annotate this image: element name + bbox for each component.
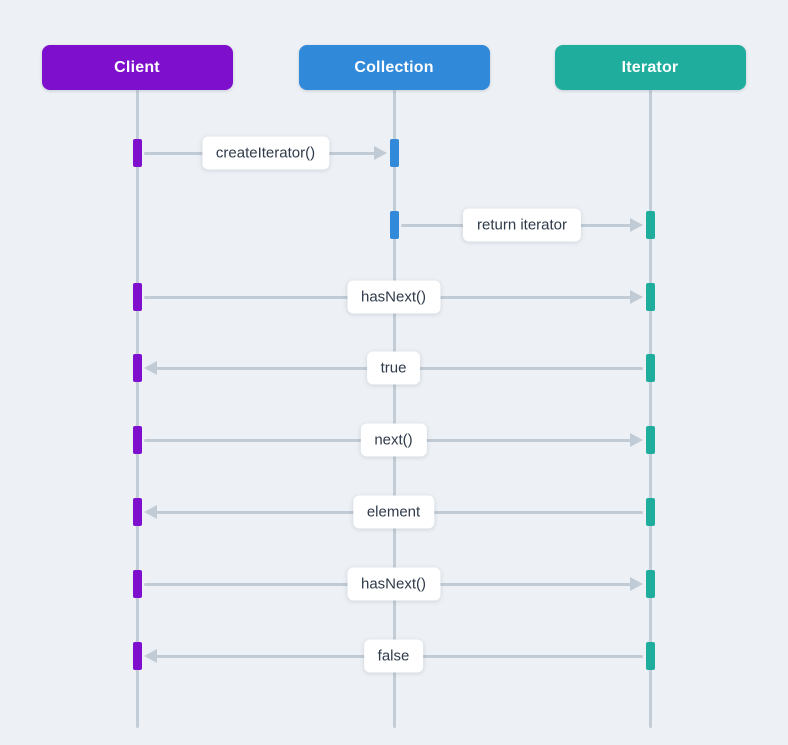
activation-bar-client [132, 570, 142, 598]
message-arrowhead-left-icon [144, 649, 157, 663]
activation-bar-iterator [645, 498, 655, 526]
message-label: hasNext() [346, 280, 441, 314]
activation-bar-client [132, 498, 142, 526]
activation-bar-client [132, 283, 142, 311]
lifeline-iterator [648, 90, 652, 728]
message-label: hasNext() [346, 567, 441, 601]
lifeline-client [135, 90, 139, 728]
message-label: true [366, 351, 421, 385]
participant-label-client: Client [114, 58, 160, 76]
activation-bar-client [132, 354, 142, 382]
activation-bar-client [132, 426, 142, 454]
message-arrowhead-left-icon [144, 361, 157, 375]
participant-header-client: Client [41, 45, 233, 90]
lifeline-collection [392, 90, 396, 728]
participant-label-iterator: Iterator [621, 58, 679, 76]
activation-bar-iterator [645, 354, 655, 382]
message-arrowhead-right-icon [630, 290, 643, 304]
participant-header-collection: Collection [298, 45, 490, 90]
message-arrowhead-right-icon [630, 433, 643, 447]
message-label: next() [360, 423, 427, 457]
message-label: false [363, 639, 424, 673]
activation-bar-iterator [645, 570, 655, 598]
message-arrowhead-left-icon [144, 505, 157, 519]
participant-header-iterator: Iterator [554, 45, 746, 90]
message-label: element [352, 495, 435, 529]
message-arrowhead-right-icon [374, 146, 387, 160]
message-arrowhead-right-icon [630, 218, 643, 232]
message-label: return iterator [462, 208, 582, 242]
activation-bar-collection [389, 139, 399, 167]
message-label: createIterator() [201, 136, 330, 170]
activation-bar-iterator [645, 283, 655, 311]
activation-bar-client [132, 139, 142, 167]
activation-bar-iterator [645, 642, 655, 670]
activation-bar-iterator [645, 211, 655, 239]
activation-bar-iterator [645, 426, 655, 454]
activation-bar-client [132, 642, 142, 670]
activation-bar-collection [389, 211, 399, 239]
message-arrowhead-right-icon [630, 577, 643, 591]
participant-label-collection: Collection [354, 58, 434, 76]
